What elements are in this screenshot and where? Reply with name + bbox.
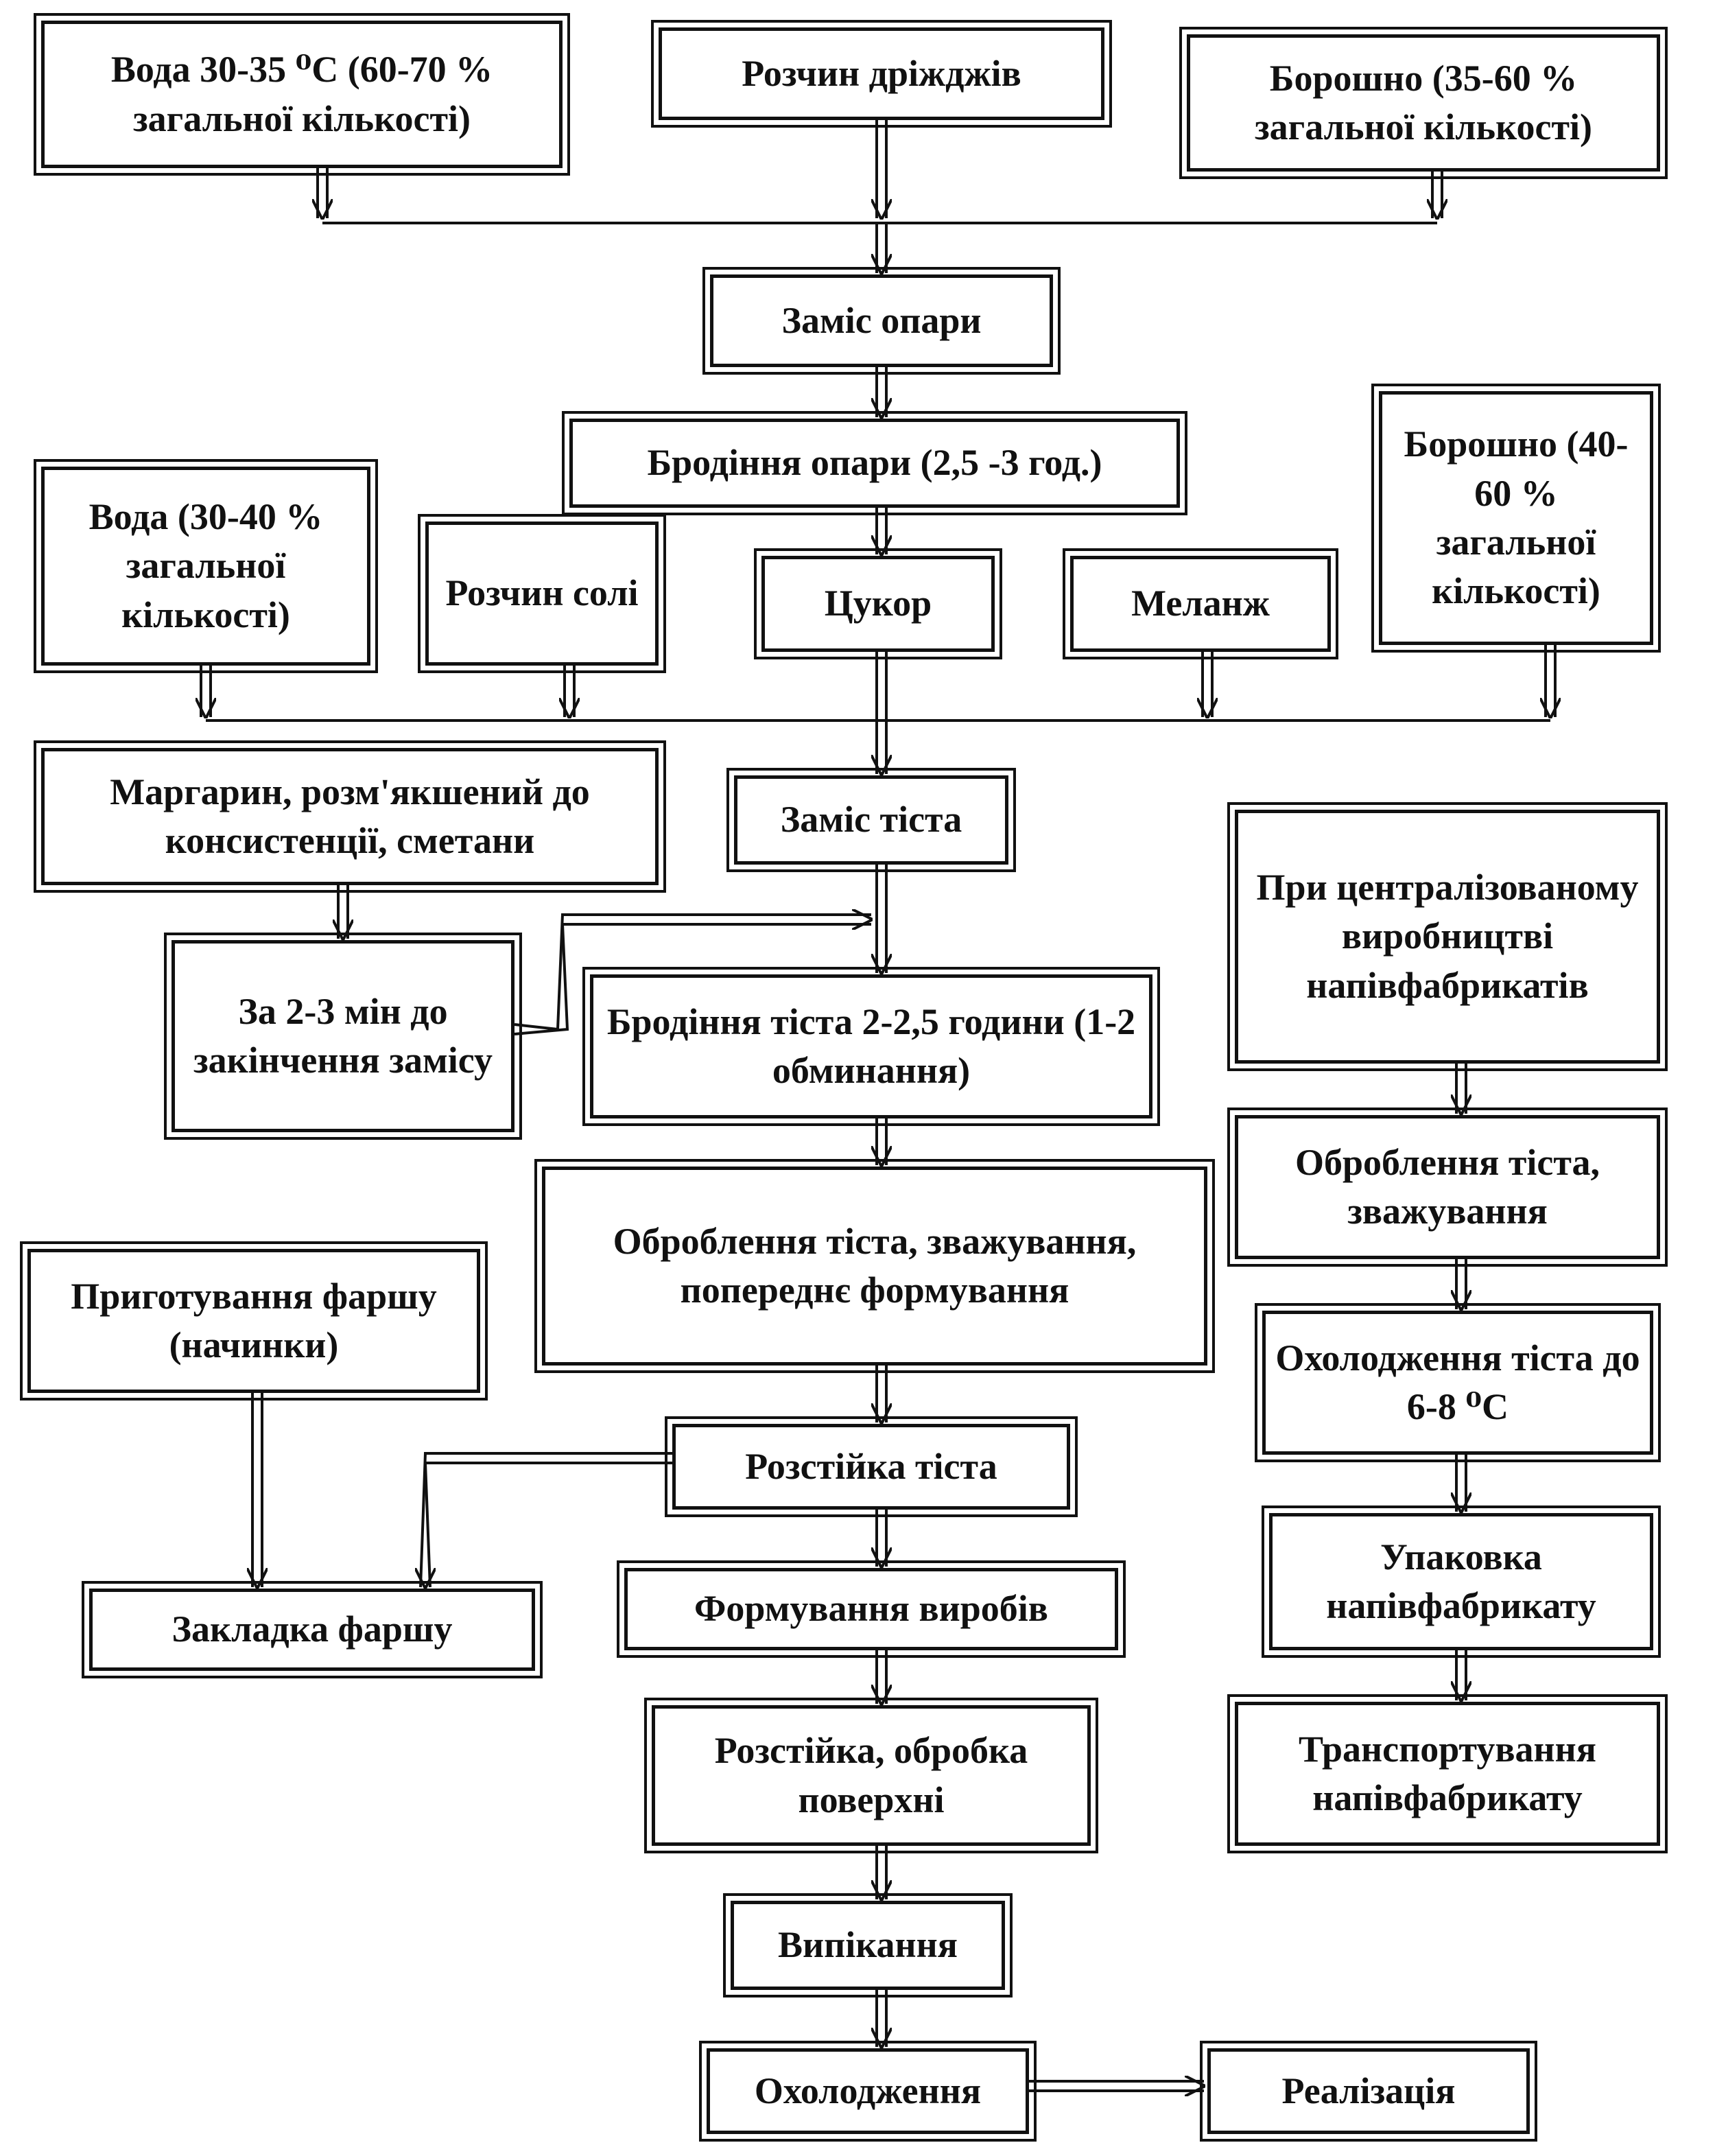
node-tsentralizovane-vyrobnytstvo: При централізованому виробництві напівфа… <box>1227 802 1668 1071</box>
node-obroblennia-zvazhuvannia: Оброблення тіста, зважування <box>1227 1108 1668 1267</box>
node-upakovka: Упаковка напівфабрикату <box>1262 1505 1661 1658</box>
node-melanzh: Меланж <box>1063 548 1338 659</box>
node-rozstiika-obrobka: Розстійка, обробка поверхні <box>644 1698 1098 1853</box>
connector-line-15 <box>514 923 871 1035</box>
node-zamis-opary: Заміс опари <box>702 267 1061 375</box>
node-marharyn: Маргарин, розм'якшений до консистенції, … <box>34 740 666 893</box>
node-brodinnia-tista: Бродіння тіста 2-2,5 години (1-2 обминан… <box>582 967 1160 1126</box>
connector-line-15 <box>514 913 871 1031</box>
node-formuvannia-vyrobiv: Формування виробів <box>617 1560 1126 1658</box>
node-okholodzhennia-tista: Охолодження тіста до 6-8 ⁰С <box>1255 1303 1661 1462</box>
node-rozchyn-soli: Розчин солі <box>418 514 666 673</box>
node-rozchyn-drizhdzhiv: Розчин дріжджів <box>651 20 1112 128</box>
node-zakladka-farshu: Закладка фаршу <box>82 1581 543 1678</box>
node-realizatsiia: Реалізація <box>1200 2041 1537 2142</box>
node-okholodzhennia: Охолодження <box>699 2041 1037 2142</box>
connector-line-18 <box>419 1452 672 1588</box>
connector-line-18 <box>423 1462 672 1588</box>
node-pryhotuvannia-farshu: Приготування фаршу (начинки) <box>20 1241 488 1401</box>
node-rozstiika-tista: Розстійка тіста <box>665 1416 1078 1517</box>
node-boroshno-40-60: Борошно (40-60 % загальної кількості) <box>1371 384 1661 653</box>
node-obroblennia-poperednie-formuvannia: Оброблення тіста, зважування, попереднє … <box>534 1159 1215 1373</box>
node-brodinnia-opary: Бродіння опари (2,5 -3 год.) <box>562 411 1187 515</box>
node-transportuvannia: Транспортування напівфабрикату <box>1227 1694 1668 1853</box>
node-vypikannia: Випікання <box>723 1893 1013 1997</box>
node-boroshno-35-60: Борошно (35-60 % загальної кількості) <box>1179 27 1668 179</box>
node-tsukor: Цукор <box>754 548 1002 659</box>
node-za-2-3-min: За 2-3 мін до закінчення замісу <box>164 933 522 1140</box>
node-voda-30-35: Вода 30-35 ⁰С (60-70 % загальної кількос… <box>34 13 570 176</box>
node-voda-30-40: Вода (30-40 % загальної кількості) <box>34 459 378 673</box>
node-zamis-tista: Заміс тіста <box>726 768 1016 872</box>
